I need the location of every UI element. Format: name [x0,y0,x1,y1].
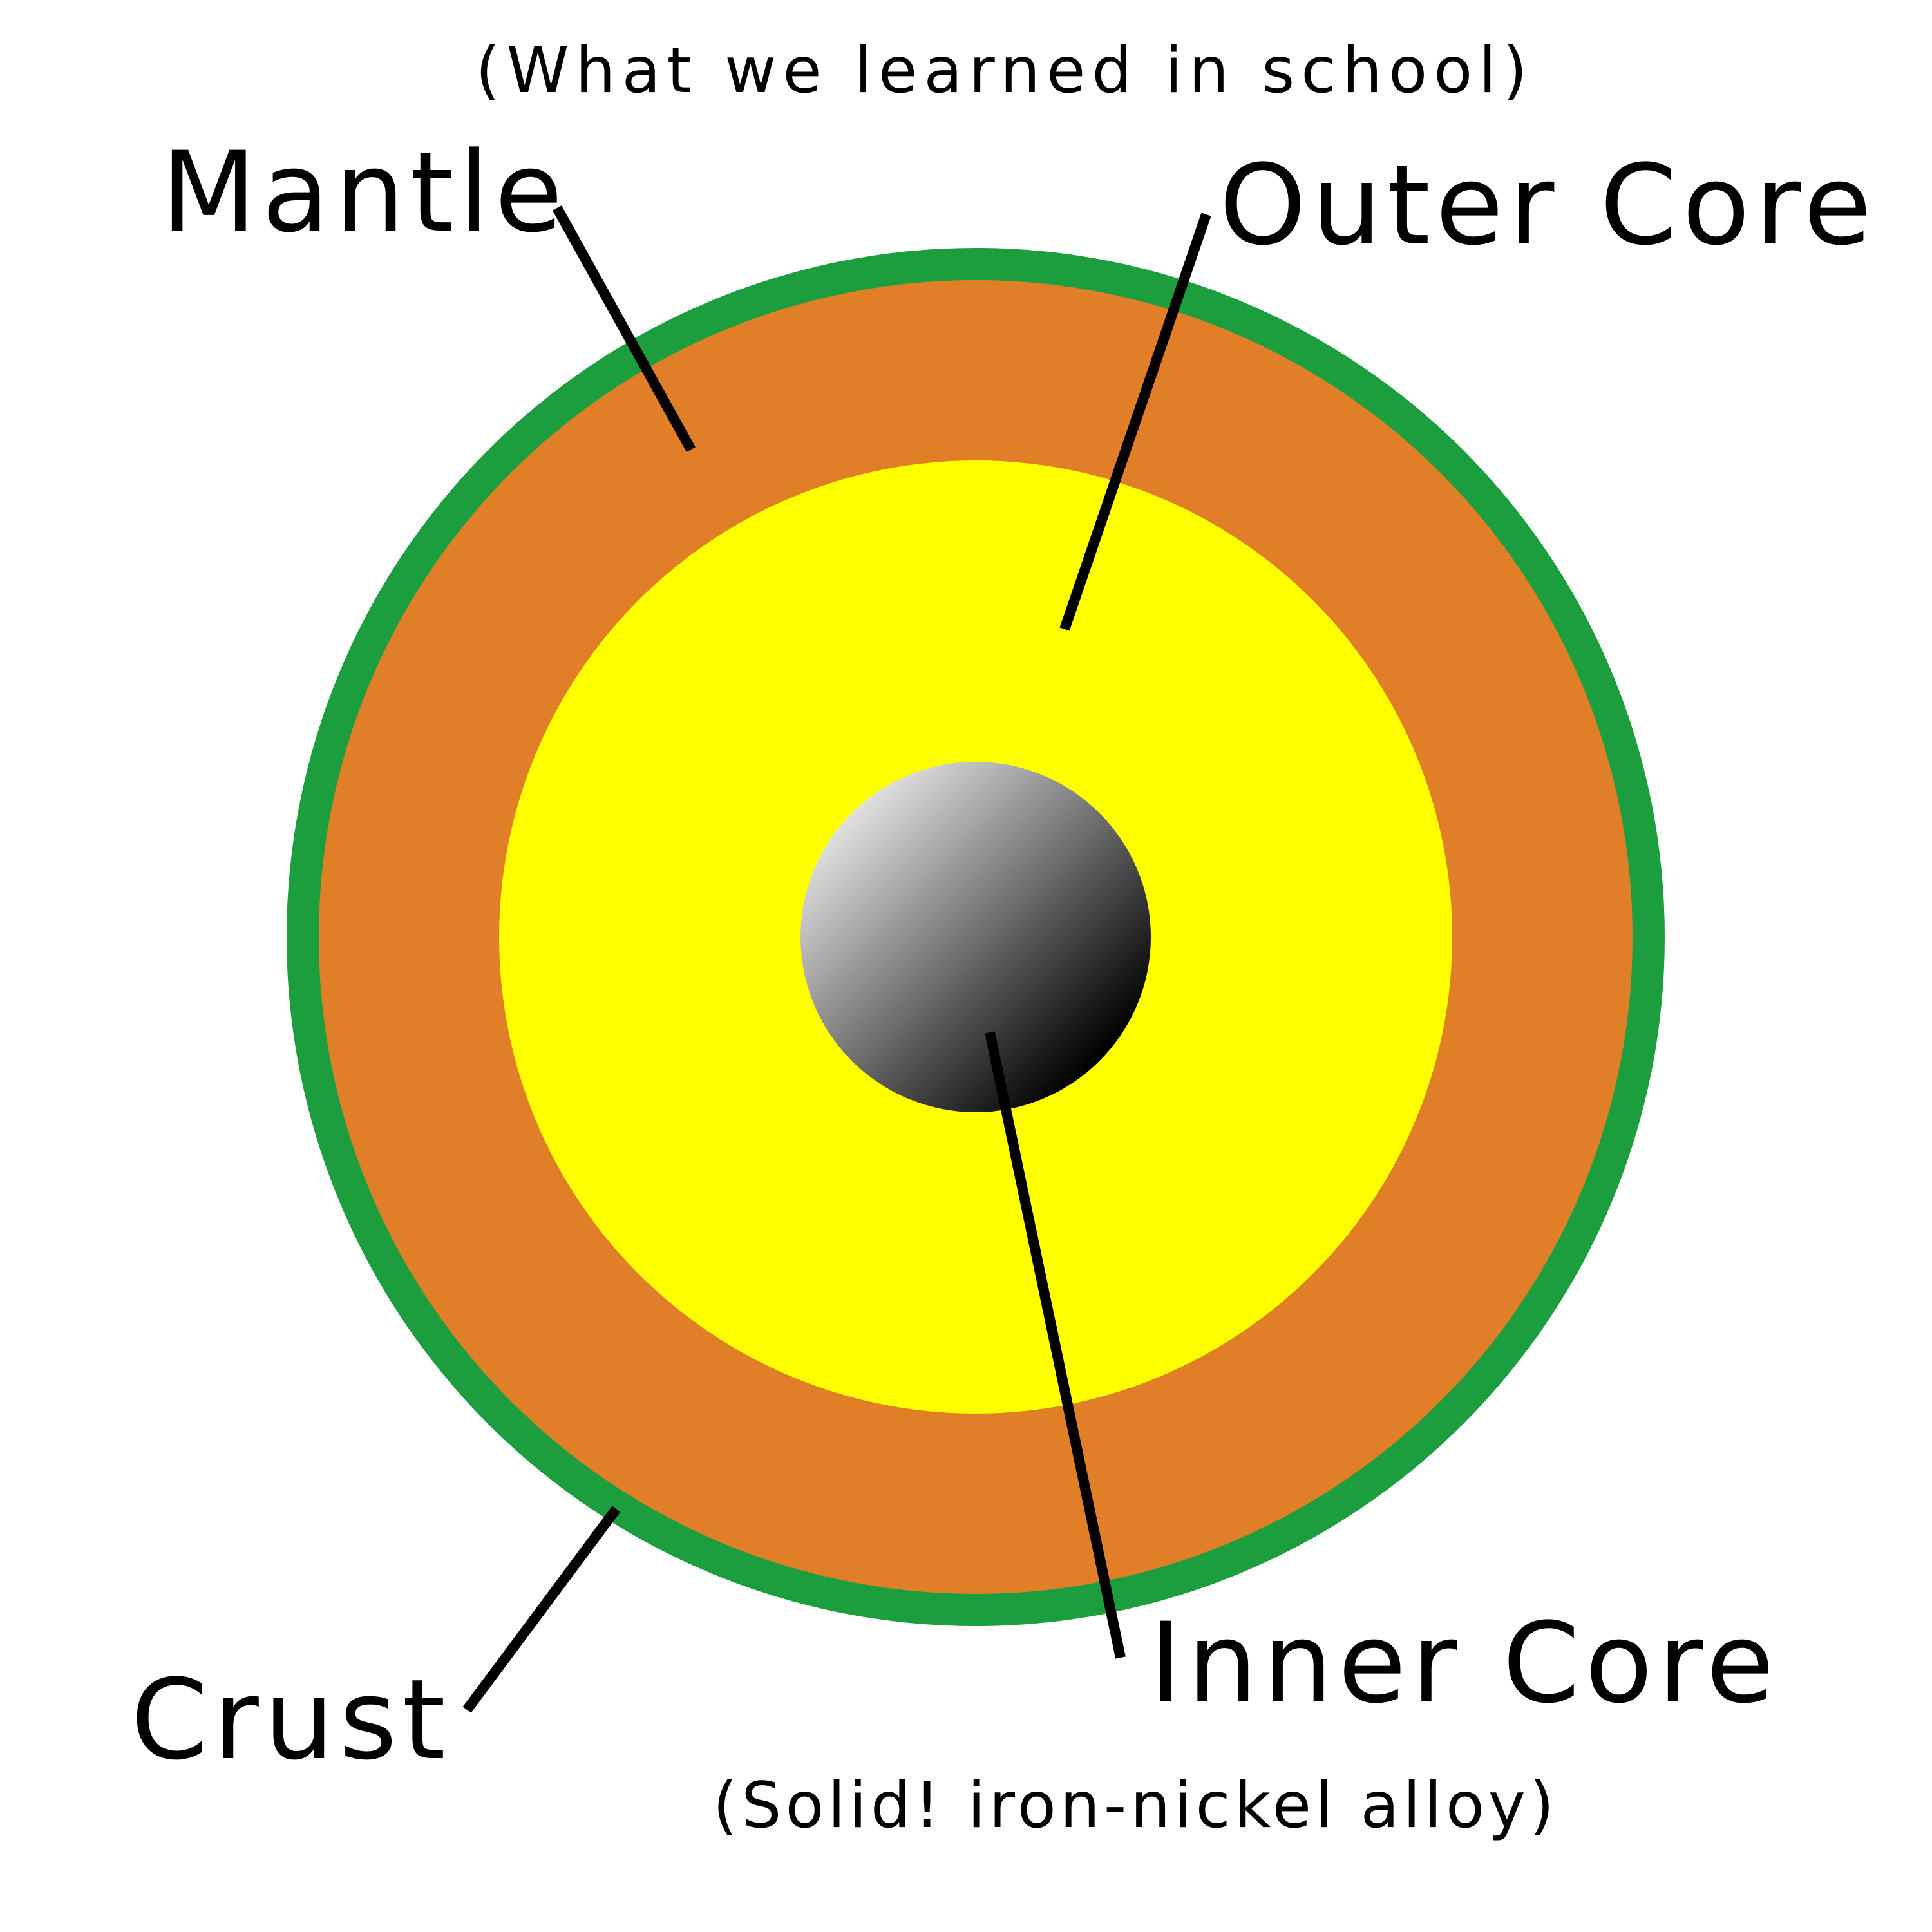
diagram-subtitle: (What we learned in school) [475,34,1533,108]
inner-core-label: Inner Core [1150,1598,1779,1728]
outer-core-label: Outer Core [1219,140,1877,270]
outer-core-leader-line [1059,213,1211,631]
crust-label: Crust [131,1655,451,1785]
mantle-label: Mantle [161,128,568,257]
inner-core-note: (Solid! iron-nickel alloy) [713,1769,1558,1842]
inner-core-layer [800,762,1151,1112]
crust-leader-line [462,1506,621,1713]
inner-core-leader-line [985,1031,1126,1659]
mantle-leader-line [553,205,696,452]
